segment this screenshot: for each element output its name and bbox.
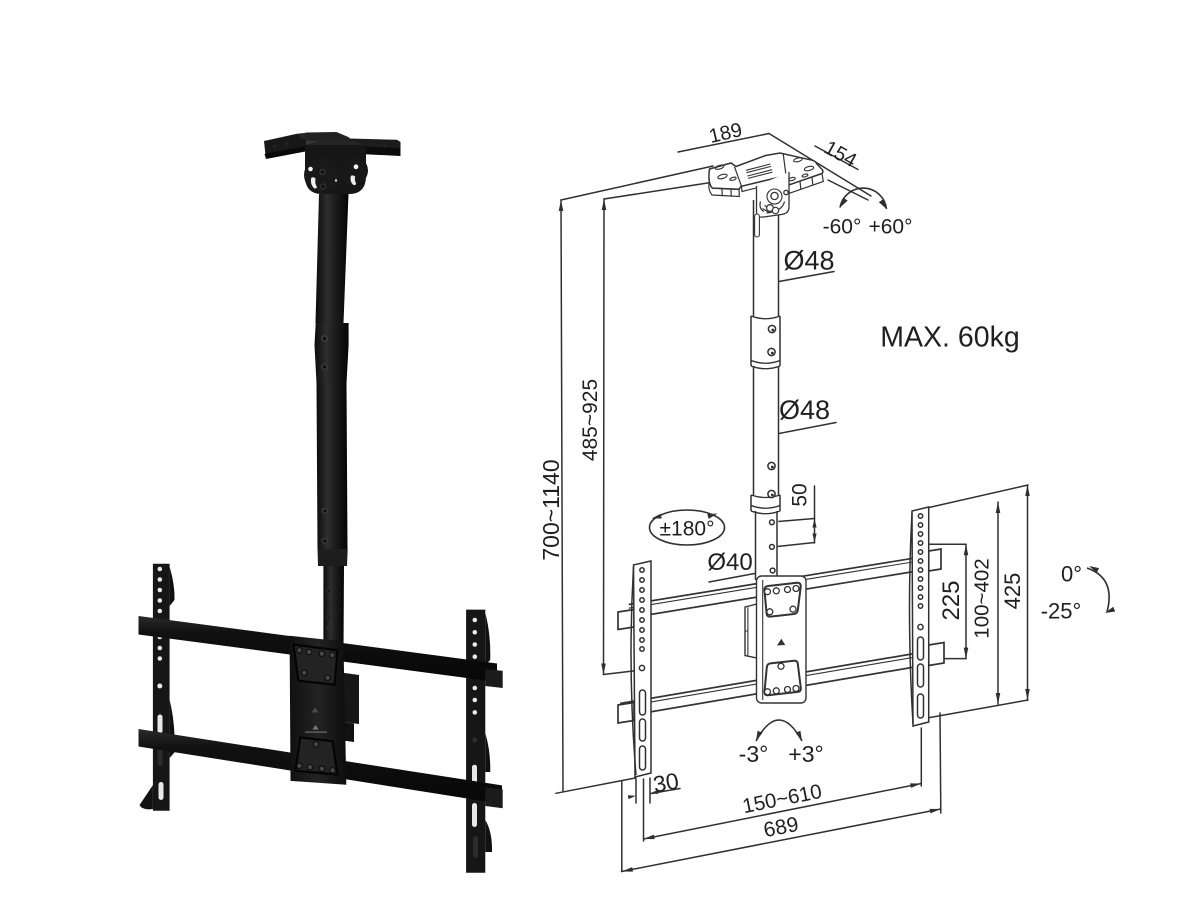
svg-text:-25°: -25° [1041, 599, 1082, 624]
svg-text:425: 425 [1000, 573, 1025, 610]
svg-text:+60°: +60° [868, 216, 912, 239]
svg-text:-60°: -60° [823, 216, 862, 239]
svg-text:50: 50 [789, 483, 812, 506]
svg-text:100~402: 100~402 [971, 558, 994, 638]
svg-text:0°: 0° [1061, 562, 1082, 587]
svg-text:-3°: -3° [739, 741, 769, 767]
svg-text:30: 30 [651, 767, 681, 797]
svg-text:189: 189 [707, 119, 744, 148]
svg-text:MAX. 60kg: MAX. 60kg [880, 322, 1019, 354]
svg-text:Ø48: Ø48 [779, 395, 830, 425]
svg-text:+3°: +3° [788, 741, 823, 767]
svg-text:225: 225 [938, 580, 965, 620]
svg-text:Ø40: Ø40 [707, 549, 752, 576]
svg-text:Ø48: Ø48 [783, 246, 834, 276]
svg-text:485~925: 485~925 [579, 379, 602, 461]
svg-text:150~610: 150~610 [741, 780, 824, 818]
svg-text:±180°: ±180° [660, 518, 715, 541]
svg-text:700~1140: 700~1140 [538, 459, 564, 560]
